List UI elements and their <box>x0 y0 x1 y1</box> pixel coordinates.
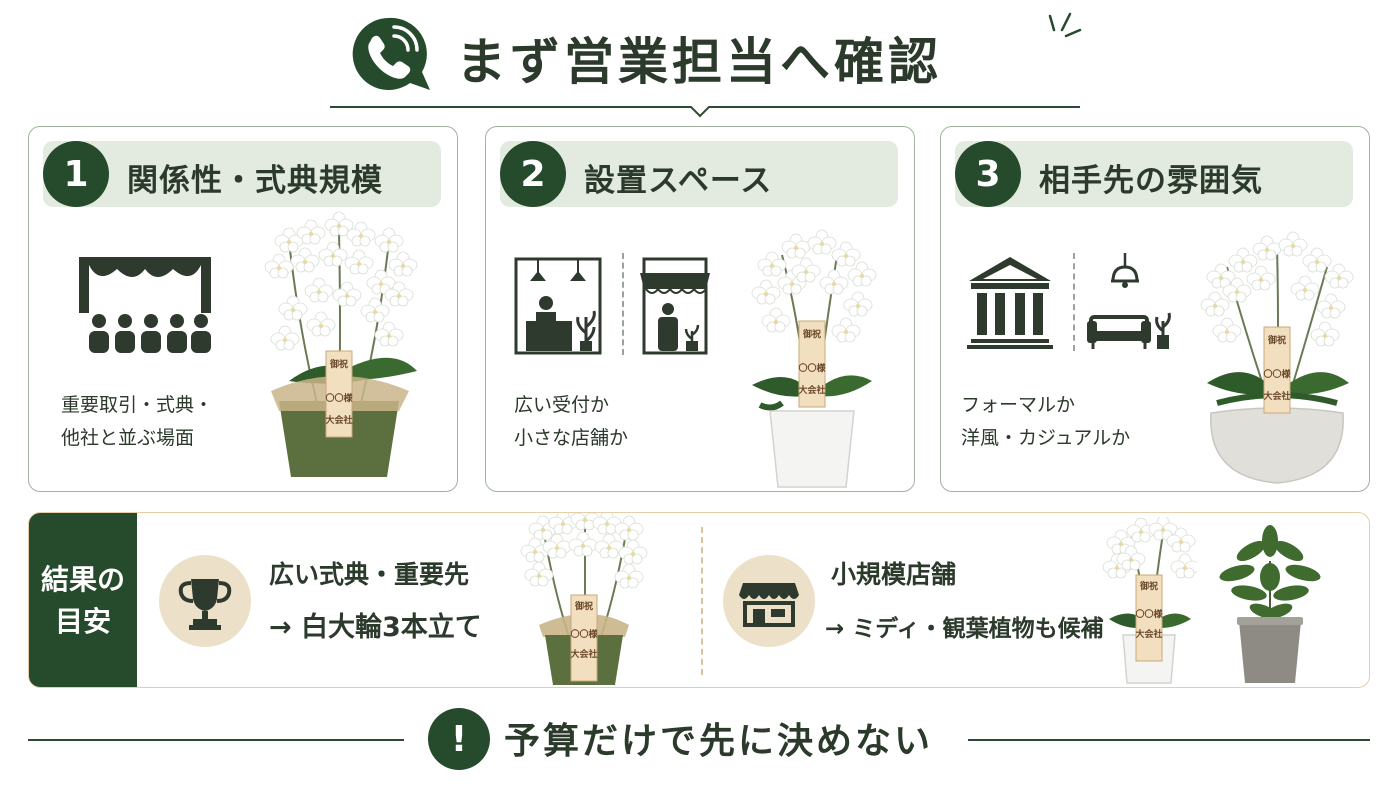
result-recommendation: → 白大輪3本立て <box>269 612 482 643</box>
reception-desk-icon <box>514 257 602 355</box>
card-title: 相手先の雰囲気 <box>1039 163 1263 199</box>
tag-text-3: 大会社 <box>1135 628 1162 640</box>
card-title: 設置スペース <box>584 163 773 199</box>
spark-decoration-icon <box>1048 12 1082 38</box>
tag-text-2: 〇〇様 <box>798 362 826 374</box>
trophy-icon <box>159 555 251 647</box>
phone-chat-icon <box>352 17 430 90</box>
card-description: フォーマルか 洋風・カジュアルか <box>961 394 1131 449</box>
tag-text-1: 御祝 <box>1267 334 1286 346</box>
storefront-icon <box>723 555 815 647</box>
result-recommendation: → ミディ・観葉植物も候補 <box>825 616 1104 642</box>
foliage-plant-icon <box>1219 525 1321 683</box>
card-atmosphere: 3 相手先の雰囲気 フォーマルか 洋風・カジュアルか <box>940 126 1370 492</box>
orchid-stone-pot-icon: 御祝 〇〇様 大会社 <box>1200 231 1354 484</box>
divider <box>1073 253 1075 351</box>
footer-line-right <box>968 739 1370 741</box>
sofa-lamp-icon <box>1087 253 1171 349</box>
card-header: 3 相手先の雰囲気 <box>955 141 1353 207</box>
card-relationship: 1 関係性・式典規模 重要取引・式典・ 他社と並ぶ場面 御祝 〇〇様 <box>28 126 458 492</box>
tag-text-3: 大会社 <box>325 414 352 426</box>
result-label: 結果の 目安 <box>29 513 137 687</box>
tag-text-2: 〇〇様 <box>570 628 598 640</box>
title-underline-pointer <box>690 106 710 118</box>
result-band: 結果の 目安 広い式典・重要先 → 白大輪3本立て 御祝 〇〇様 大会社 <box>28 512 1370 688</box>
orchid-three-stem-icon: 御祝 〇〇様 大会社 <box>264 211 418 477</box>
footer-message: 予算だけで先に決めない <box>504 721 934 762</box>
page-title: まず営業担当へ確認 <box>456 33 942 91</box>
divider <box>701 527 703 675</box>
footer-line-left <box>28 739 404 741</box>
tag-text-3: 大会社 <box>1263 390 1290 402</box>
exclamation-icon: ! <box>428 708 490 770</box>
card-description: 広い受付か 小さな店舗か <box>514 394 629 449</box>
card-description: 重要取引・式典・ 他社と並ぶ場面 <box>61 394 214 449</box>
orchid-three-stem-icon: 御祝 〇〇様 大会社 <box>520 513 648 685</box>
tag-text-2: 〇〇様 <box>1135 608 1163 620</box>
small-shop-icon <box>640 257 710 355</box>
formal-building-icon <box>967 257 1053 349</box>
card-space: 2 設置スペース 広い受付か 小さな店舗か 御祝 〇〇様 大会社 <box>485 126 915 492</box>
tag-text-1: 御祝 <box>329 358 348 370</box>
card-header: 2 設置スペース <box>500 141 898 207</box>
orchid-white-pot-icon: 御祝 〇〇様 大会社 <box>1102 517 1197 684</box>
tag-text-2: 〇〇様 <box>1263 368 1291 380</box>
card-title: 関係性・式典規模 <box>127 163 383 199</box>
step-number: 3 <box>955 141 1021 207</box>
result-title: 小規模店舗 <box>831 560 957 589</box>
orchid-white-pot-icon: 御祝 〇〇様 大会社 <box>751 229 877 488</box>
tag-text-1: 御祝 <box>574 600 593 612</box>
card-header: 1 関係性・式典規模 <box>43 141 441 207</box>
step-number: 2 <box>500 141 566 207</box>
tag-text-2: 〇〇様 <box>325 392 353 404</box>
tag-text-1: 御祝 <box>1139 580 1158 592</box>
tag-text-3: 大会社 <box>798 384 825 396</box>
header: まず営業担当へ確認 <box>0 0 1400 120</box>
stage-audience-icon <box>79 257 211 353</box>
tag-text-3: 大会社 <box>570 648 597 660</box>
divider <box>622 253 624 355</box>
result-title: 広い式典・重要先 <box>269 560 470 589</box>
tag-text-1: 御祝 <box>802 328 821 340</box>
step-number: 1 <box>43 141 109 207</box>
